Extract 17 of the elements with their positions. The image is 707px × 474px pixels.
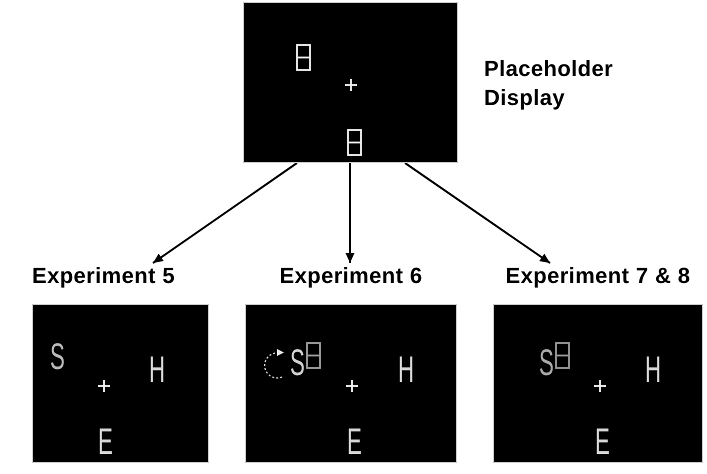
stimulus-letter: E (595, 428, 610, 455)
panel-heading: Experiment 7 & 8 (506, 263, 690, 289)
stimulus-letter: E (347, 428, 362, 455)
stimulus-letter: H (645, 356, 662, 383)
stimulus-letter: S (290, 349, 305, 376)
stimulus-screen (243, 2, 458, 163)
panel-heading: Experiment 5 (32, 263, 175, 289)
stimulus-letter: S (539, 349, 554, 376)
arrow (346, 163, 354, 263)
arrow (404, 162, 551, 264)
stimulus-letter: H (149, 356, 166, 383)
stimulus-letter: S (50, 343, 65, 370)
panel-heading: Experiment 6 (280, 263, 422, 289)
stimulus-letter: E (98, 428, 113, 455)
display-caption: Placeholder Display (484, 55, 614, 112)
stimulus-letter: H (398, 356, 414, 383)
arrow (152, 162, 298, 264)
